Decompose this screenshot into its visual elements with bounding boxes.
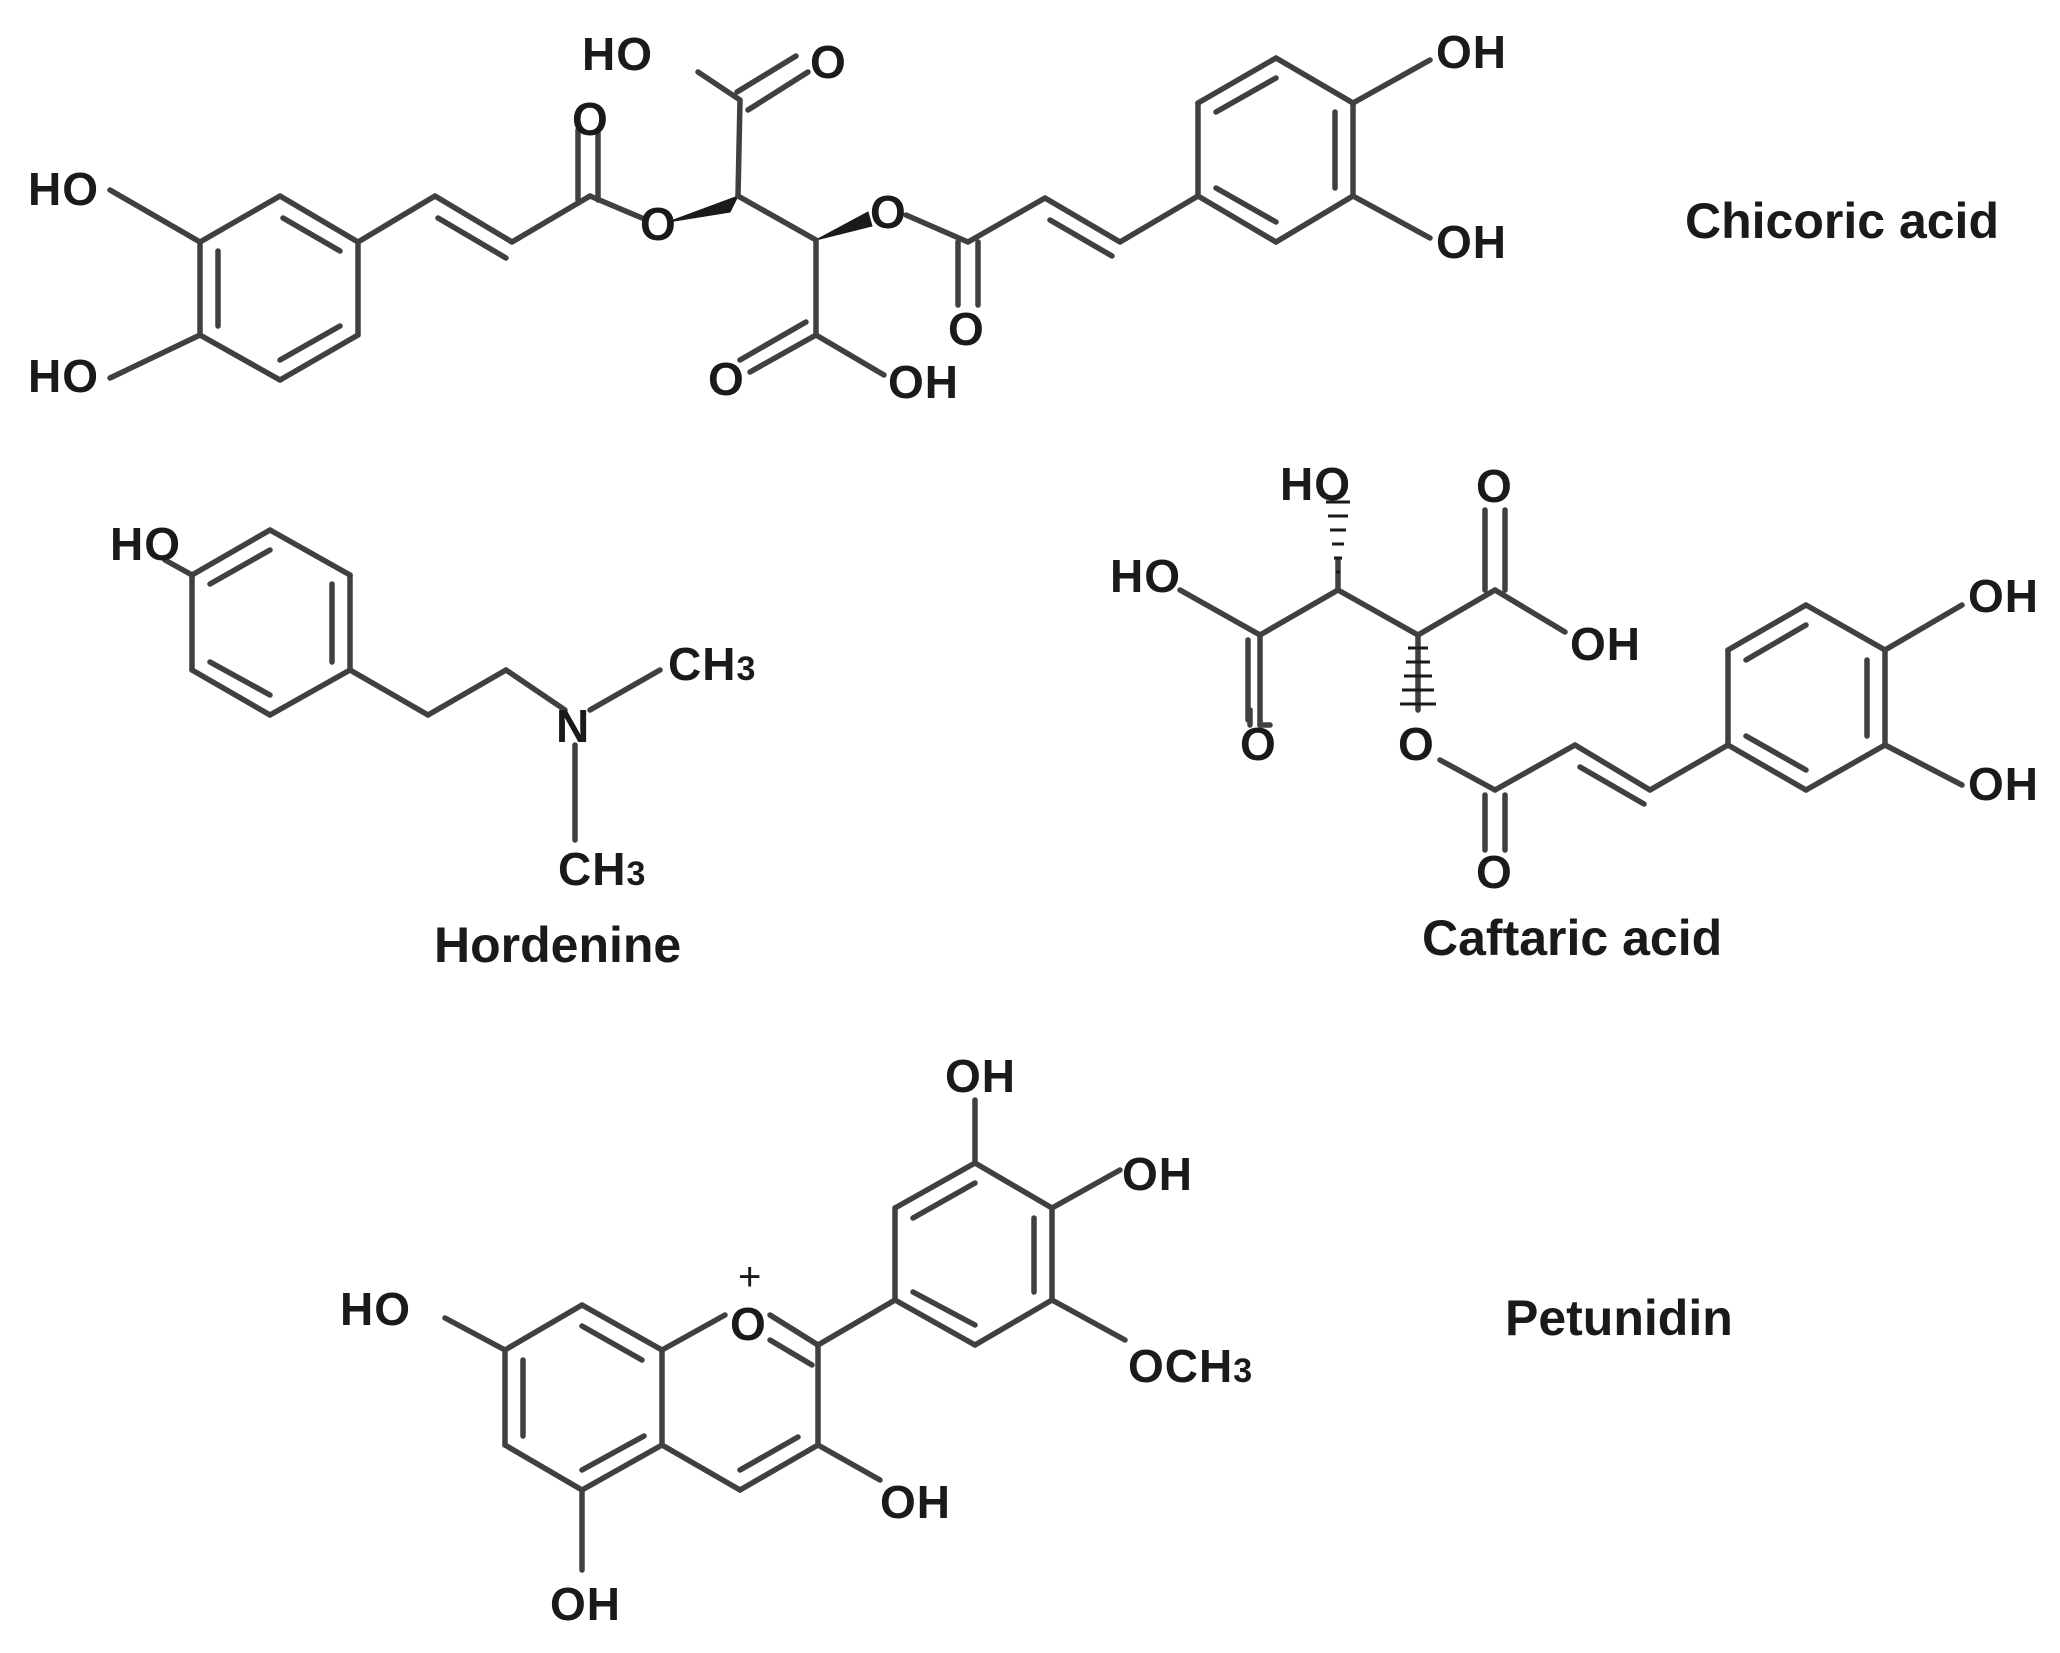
petunidin-atom-oh-bottom: OH: [550, 1578, 621, 1630]
hordenine-labels: HO N CH3 CH3 Hordenine: [110, 518, 756, 973]
petunidin-atom-o-ring: O: [730, 1298, 767, 1350]
hordenine-atom-n: N: [556, 700, 590, 752]
chicoric-atom-oh-bottom-acid: OH: [888, 356, 959, 408]
petunidin-atom-oh-right: OH: [1122, 1148, 1193, 1200]
petunidin-atom-och3: OCH3: [1128, 1340, 1253, 1392]
petunidin-atom-oh-top: OH: [945, 1050, 1016, 1102]
chicoric-atom-ho-lower-left: HO: [28, 350, 99, 402]
petunidin-atom-oh-c3: OH: [880, 1476, 951, 1528]
caftaric-atom-oh-acid: OH: [1570, 618, 1641, 670]
chicoric-acid-structure: [107, 53, 1433, 383]
chicoric-atom-ho-top-acid: HO: [582, 28, 653, 80]
caftaric-acid-structure: [1177, 507, 1965, 853]
chicoric-atom-o-ester-left: O: [640, 198, 677, 250]
petunidin-atom-ho-left: HO: [340, 1283, 411, 1335]
compound-name-petunidin: Petunidin: [1505, 1290, 1733, 1346]
caftaric-atom-oh-upper: OH: [1968, 570, 2039, 622]
chicoric-acid-labels: HO HO O O HO O O O O OH OH OH Chicoric a…: [28, 26, 1999, 408]
compound-name-hordenine: Hordenine: [434, 917, 681, 973]
caftaric-hash-bonds: [1326, 500, 1436, 706]
hordenine-atom-ho: HO: [110, 518, 181, 570]
caftaric-atom-o-ester: O: [1398, 718, 1435, 770]
petunidin-charge-plus: +: [738, 1255, 761, 1299]
caftaric-atom-ho-top: HO: [1280, 458, 1351, 510]
petunidin-structure: [442, 1097, 1128, 1573]
chicoric-atom-o-top-acid: O: [810, 36, 847, 88]
chicoric-atom-o-carbonyl-left: O: [572, 93, 609, 145]
compound-name-chicoric-acid: Chicoric acid: [1685, 193, 1999, 249]
chicoric-atom-oh-upper-right: OH: [1436, 26, 1507, 78]
chicoric-atom-o-bottom-acid: O: [708, 353, 745, 405]
caftaric-atom-o-left-carbonyl: O: [1240, 718, 1277, 770]
compound-name-caftaric-acid: Caftaric acid: [1422, 910, 1722, 966]
caftaric-acid-labels: HO O HO OH O O O OH OH Caftaric acid: [1110, 458, 2039, 966]
hordenine-structure: [162, 527, 663, 843]
caftaric-atom-o-top-acid: O: [1476, 460, 1513, 512]
hordenine-atom-ch-lower: CH3: [558, 843, 646, 895]
chicoric-atom-o-carbonyl-right: O: [948, 303, 985, 355]
hordenine-atom-ch-upper: CH3: [668, 638, 756, 690]
caftaric-atom-oh-lower: OH: [1968, 758, 2039, 810]
petunidin-labels: OH OH OCH3 HO O + OH OH Petunidin: [340, 1050, 1733, 1630]
chicoric-atom-ho-upper-left: HO: [28, 163, 99, 215]
chicoric-atom-o-ester-right: O: [870, 186, 907, 238]
caftaric-atom-ho-left: HO: [1110, 550, 1181, 602]
chicoric-atom-oh-lower-right: OH: [1436, 216, 1507, 268]
caftaric-atom-o-ester-carbonyl: O: [1476, 846, 1513, 898]
